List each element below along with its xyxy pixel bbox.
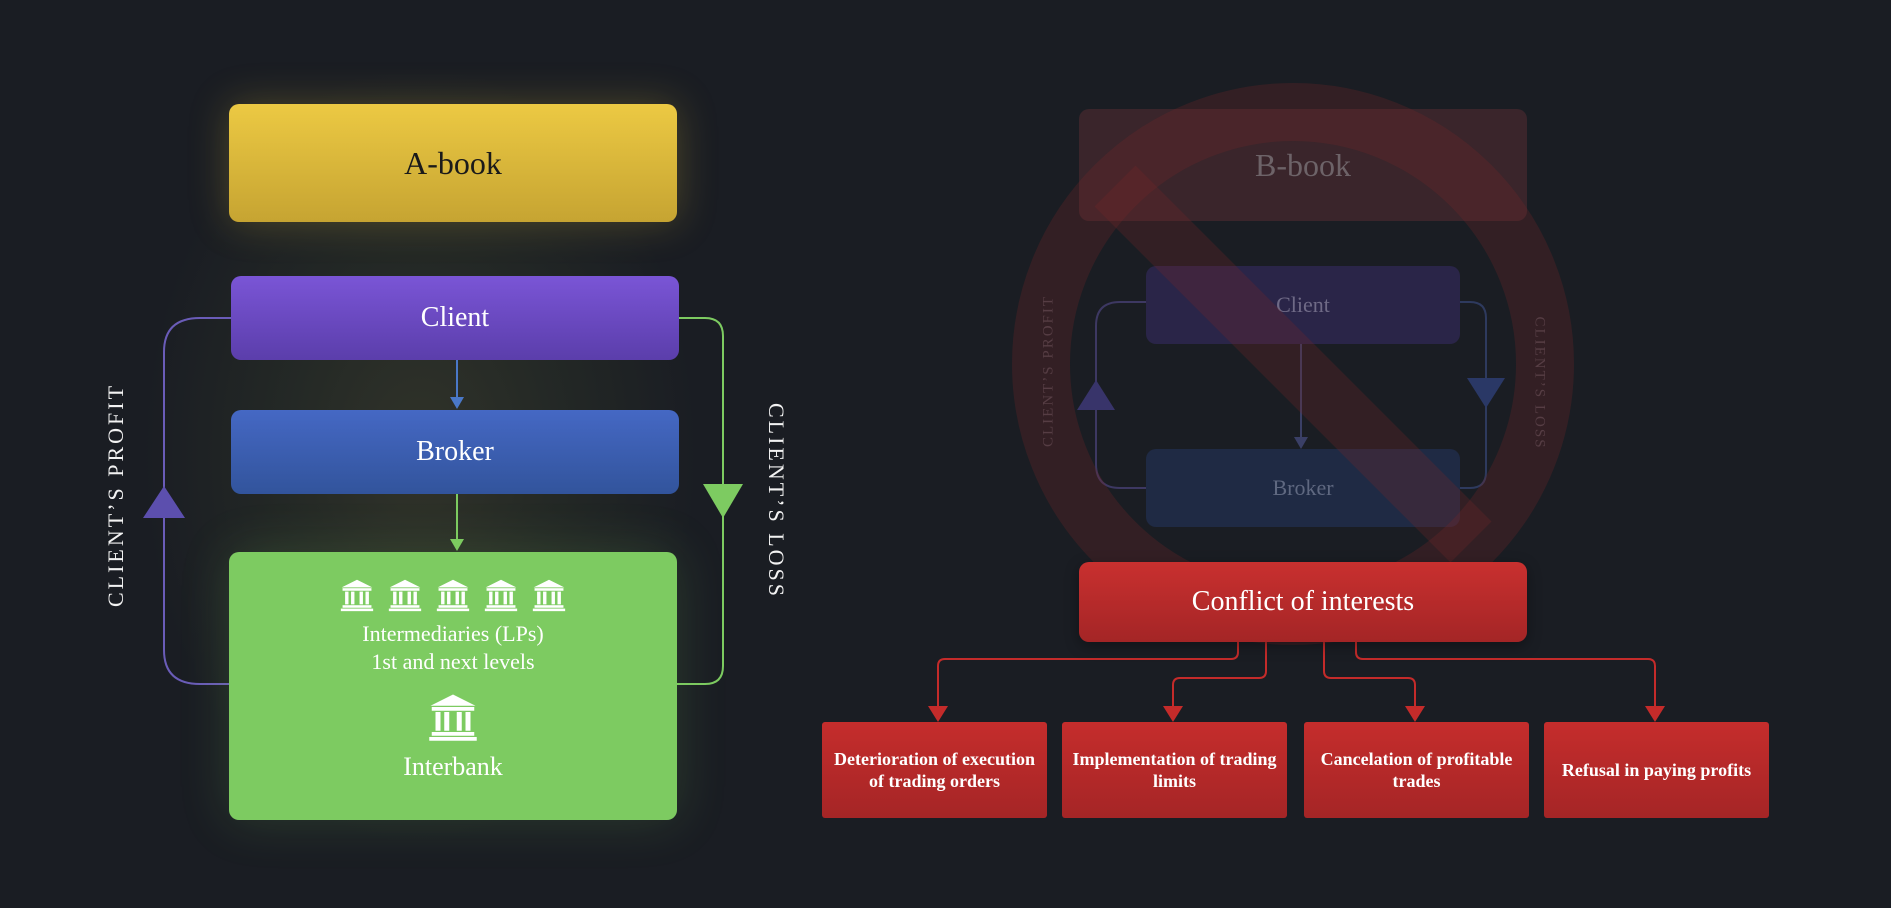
profit-loop-line [163, 317, 231, 685]
abook-broker-box: Broker [231, 410, 679, 494]
bbook-clients-loss-label: CLIENT’S LOSS [1531, 316, 1548, 450]
abook-broker-label: Broker [416, 436, 494, 467]
consequence-box-limits: Implementation of trading limits [1062, 722, 1287, 818]
clients-loss-label: CLIENT’S LOSS [764, 402, 789, 600]
bbook-broker-label: Broker [1272, 475, 1334, 500]
bank-icon [436, 578, 470, 612]
bbook-profit-arrow [1077, 380, 1115, 410]
intermediaries-label: Intermediaries (LPs) 1st and next levels [362, 620, 543, 676]
conflict-branch-lines [937, 642, 1656, 708]
abook-title-box: A-book [229, 104, 677, 222]
bbook-clients-profit-label: CLIENT’S PROFIT [1040, 294, 1057, 448]
bbook-client-broker-arrowhead [1294, 437, 1308, 449]
bank-icon [388, 578, 422, 612]
bank-icon [532, 578, 566, 612]
intermediaries-box: Intermediaries (LPs) 1st and next levels… [229, 552, 677, 820]
conflict-arrowheads [928, 706, 1665, 722]
bank-icon [340, 578, 374, 612]
bbook-title: B-book [1255, 146, 1351, 183]
abook-client-label: Client [420, 302, 490, 333]
profit-arrow [143, 486, 185, 518]
clients-profit-label: CLIENT’S PROFIT [103, 382, 128, 608]
loss-arrow [703, 484, 743, 518]
consequence-label: Deterioration of execution of trading or… [834, 749, 1035, 791]
intermediaries-line1: Intermediaries (LPs) [362, 621, 544, 646]
interbank-bank-icon [428, 692, 478, 742]
intermediary-banks-row [340, 578, 566, 612]
interbank-label: Interbank [403, 752, 503, 781]
bbook-loss-arrow [1467, 378, 1505, 408]
consequence-box-cancelation: Cancelation of profitable trades [1304, 722, 1529, 818]
conflict-label: Conflict of interests [1191, 586, 1415, 617]
consequence-label: Implementation of trading limits [1072, 749, 1277, 791]
consequence-box-execution: Deterioration of execution of trading or… [822, 722, 1047, 818]
consequence-box-refusal: Refusal in paying profits [1544, 722, 1769, 818]
bbook-client-box: Client [1146, 266, 1460, 344]
bbook-client-label: Client [1276, 292, 1330, 317]
intermediaries-line2: 1st and next levels [371, 649, 535, 674]
conflict-of-interests-box: Conflict of interests [1079, 562, 1527, 642]
client-broker-arrowhead [450, 397, 464, 409]
bank-icon [484, 578, 518, 612]
consequence-label: Refusal in paying profits [1561, 760, 1752, 780]
bbook-broker-box: Broker [1146, 449, 1460, 527]
broker-lp-arrowhead [450, 539, 464, 551]
abook-title: A-book [404, 144, 502, 181]
abook-client-box: Client [231, 276, 679, 360]
bbook-title-box: B-book [1079, 109, 1527, 221]
consequence-label: Cancelation of profitable trades [1320, 749, 1513, 791]
